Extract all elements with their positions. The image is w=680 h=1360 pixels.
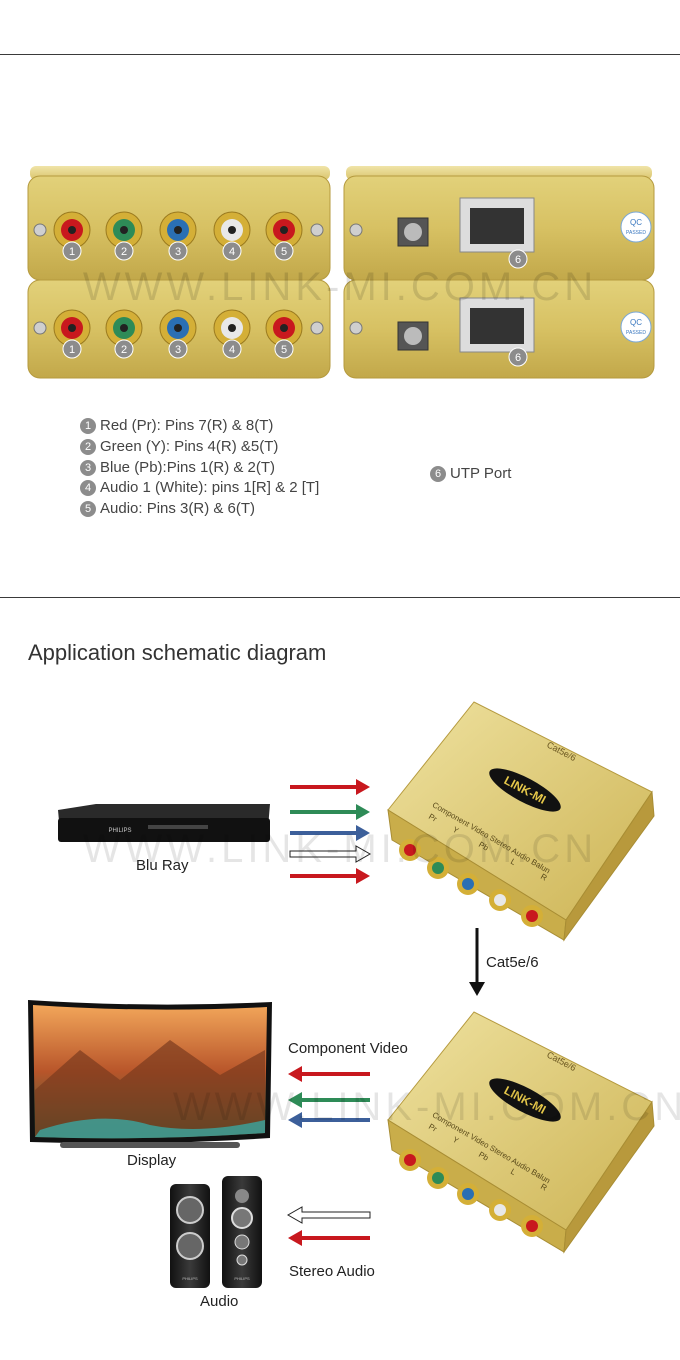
rear-panel-details-upper: 6 QC PASSED [397,197,652,269]
blu-ray-label: Blu Ray [136,857,189,874]
audio-label: Audio [200,1293,239,1310]
legend-text-utp: UTP Port [450,465,512,482]
port-label-r-bottom: R [539,1182,549,1193]
port-label-pr-top: Pr [427,812,439,824]
speakers: PHILIPS PHILIPS [170,1176,262,1288]
port-label-y-top: Y [451,825,461,836]
port-label-pr-bottom: Pr [427,1122,439,1134]
legend-text-5: Audio: Pins 3(R) & 6(T) [100,500,256,517]
schematic-title: Application schematic diagram [28,640,327,665]
speaker-brand-right: PHILIPS [234,1276,250,1281]
legend-num-3: 3 [80,460,96,476]
port-label-y-bottom: Y [451,1135,461,1146]
port-number-5-lower: 5 [281,344,287,356]
cable-label: Cat5e/6 [486,954,539,971]
balun-device-top: LINK-MI Cat5e/6 Component Video Stereo A… [387,701,655,942]
top-divider [0,54,680,55]
product-photo: 1 2 3 4 5 1 2 3 4 5 6 QC PASSED 6 [27,166,655,379]
port-label-pb-top: Pb [477,840,490,853]
port-number-3: 3 [175,246,181,258]
port-number-1-lower: 1 [69,344,75,356]
port-number-2: 2 [121,246,127,258]
legend-num-2: 2 [80,439,96,455]
audio-output-arrows [286,1206,371,1246]
port-number-4-lower: 4 [229,344,235,356]
watermark-top: WWW.LINK-MI.COM.CN [83,265,597,309]
legend-text-1: Red (Pr): Pins 7(R) & 8(T) [100,417,274,434]
port-label-l-top: L [509,857,518,867]
port-label-l-bottom: L [509,1167,518,1177]
legend-num-6: 6 [430,466,446,482]
port-label-r-top: R [539,872,549,883]
section-divider [0,597,680,598]
legend-text-2: Green (Y): Pins 4(R) &5(T) [100,438,279,455]
speaker-brand-left: PHILIPS [182,1276,198,1281]
component-video-label: Component Video [288,1040,408,1057]
qc-passed-text: PASSED [626,230,646,236]
legend-text-3: Blue (Pb):Pins 1(R) & 2(T) [100,459,276,476]
blu-ray-player: PHILIPS [58,804,270,842]
legend-num-1: 1 [80,418,96,434]
port-number-3-lower: 3 [175,344,181,356]
display-tv [28,1000,272,1148]
schematic-diagram: PHILIPS LINK-MI Cat5e/6 Component Video … [28,701,680,1288]
qc-passed-text-lower: PASSED [626,330,646,336]
rca-connectors-upper [53,211,303,249]
legend-text-4: Audio 1 (White): pins 1[R] & 2 [T] [100,479,320,496]
display-label: Display [127,1152,177,1169]
port-number-1: 1 [69,246,75,258]
utp-number-upper: 6 [515,254,521,266]
rca-connectors-lower [53,309,303,347]
stereo-audio-label: Stereo Audio [289,1263,375,1280]
watermark-bottom: WWW.LINK-MI.COM.CN [173,1085,680,1129]
utp-number-lower: 6 [515,352,521,364]
rear-panel-details-lower: 6 QC PASSED [397,297,652,367]
balun-device-bottom: LINK-MI Cat5e/6 Component Video Stereo A… [387,1011,655,1254]
port-number-badges: 1 2 3 4 5 1 2 3 4 5 [62,241,294,359]
screw-icons [33,223,363,335]
port-number-2-lower: 2 [121,344,127,356]
legend-num-5: 5 [80,501,96,517]
cable-arrow [469,928,485,996]
port-number-5: 5 [281,246,287,258]
port-label-pb-bottom: Pb [477,1150,490,1163]
video-output-arrows [288,1066,370,1128]
port-number-4: 4 [229,246,235,258]
player-brand: PHILIPS [108,828,131,834]
qc-badge-text: QC [630,218,642,227]
legend-num-4: 4 [80,480,96,496]
qc-badge-text-lower: QC [630,318,642,327]
input-arrows [289,779,372,884]
watermark-middle: WWW.LINK-MI.COM.CN [83,827,597,871]
